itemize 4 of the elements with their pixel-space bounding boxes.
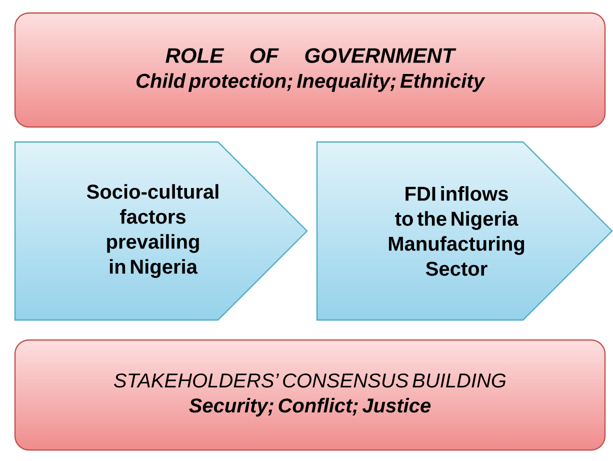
heading-band: ROLE OF GOVERNMENT Child protection; Inequality; Ethnicity — [14, 12, 606, 128]
heading-band: STAKEHOLDERS’ CONSENSUS BUILDING Security; Conflict; Justice — [14, 339, 606, 451]
pentagon-box: Socio-cultural factors prevailing in Nigeria — [14, 141, 308, 321]
pentagon-box: FDI inflows to the Nigeria Manufacturing Sector — [316, 141, 613, 321]
